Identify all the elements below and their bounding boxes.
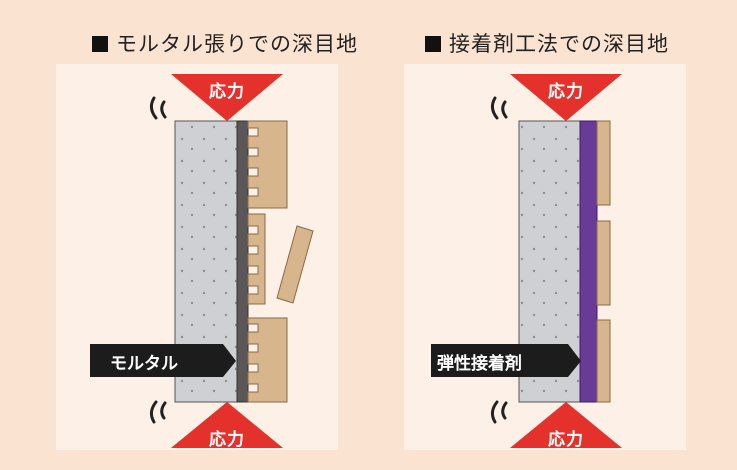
material-label-adhesive: 弾性接着剤	[437, 354, 522, 374]
stress-arrow-bottom-right	[510, 402, 622, 448]
tile-upper-right	[596, 120, 611, 206]
tile-lower-left	[247, 317, 288, 403]
heading-mortar: モルタル張りでの深目地	[92, 28, 358, 58]
stress-arrow-bottom-left	[171, 402, 283, 448]
vibration-icon	[149, 96, 167, 424]
heading-mortar-text: モルタル張りでの深目地	[116, 32, 358, 56]
adhesive-layer	[579, 120, 598, 403]
stress-label-bottom-left: 応力	[209, 430, 245, 450]
material-label-mortar: モルタル	[110, 354, 178, 374]
tile-fallen	[276, 225, 314, 304]
stress-arrow-top-left	[171, 74, 283, 121]
stress-label-top-left: 応力	[209, 82, 245, 102]
stress-label-bottom-right: 応力	[548, 430, 584, 450]
square-bullet-icon	[92, 36, 108, 52]
heading-adhesive: 接着剤工法での深目地	[425, 28, 669, 58]
tile-upper-left	[247, 120, 288, 209]
label-arrow-mortar	[90, 344, 236, 377]
square-bullet-icon	[425, 36, 441, 52]
heading-adhesive-text: 接着剤工法での深目地	[449, 32, 669, 56]
tile-lower-right	[596, 319, 611, 403]
label-arrow-adhesive	[431, 344, 581, 377]
tile-middle-right	[596, 220, 611, 306]
stress-arrow-top-right	[510, 74, 622, 121]
mortar-layer	[236, 120, 249, 403]
tile-middle-left	[247, 213, 266, 305]
stress-label-top-right: 応力	[548, 82, 584, 102]
vibration-icon	[490, 96, 508, 424]
